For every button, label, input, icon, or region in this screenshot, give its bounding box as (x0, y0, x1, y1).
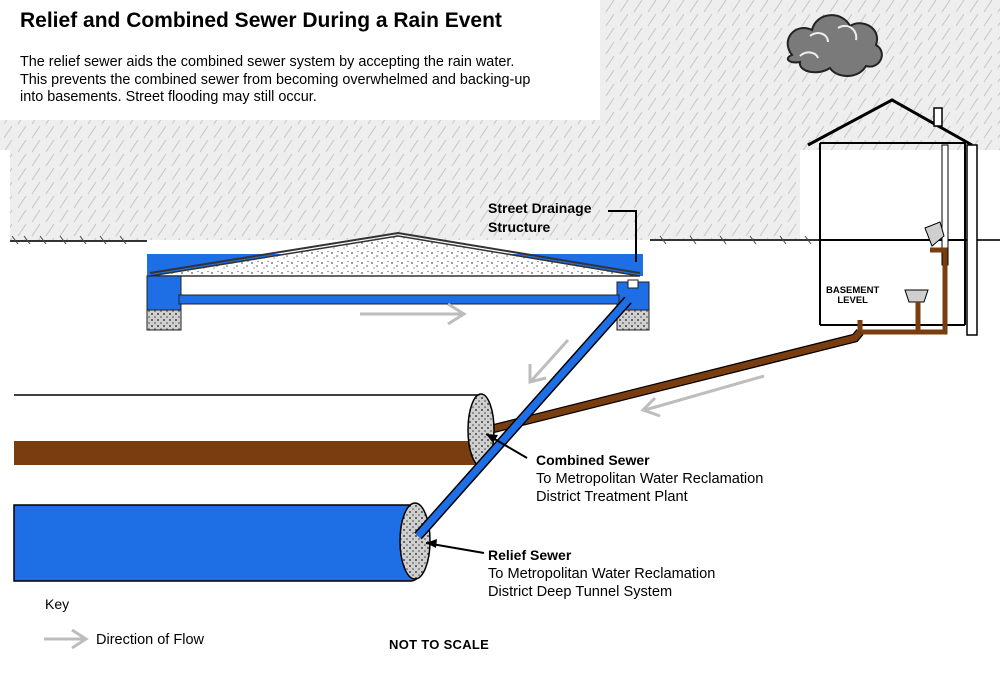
ground-line (10, 235, 1000, 245)
intro-line-3: into basements. Street flooding may stil… (20, 89, 317, 105)
key-title: Key (45, 596, 70, 612)
flow-arrows (44, 302, 765, 650)
flow-arrow-street (360, 302, 467, 326)
street-drainage-label: Street Drainage Structure (488, 199, 591, 237)
basement-label-line-1: BASEMENT (826, 285, 880, 296)
combined-sewer-desc-2: District Treatment Plant (536, 489, 688, 505)
intro-text: The relief sewer aids the combined sewer… (20, 54, 600, 107)
relief-sewer-title: Relief Sewer (488, 547, 572, 563)
relief-sewer-desc-1: To Metropolitan Water Reclamation (488, 565, 716, 582)
combined-sewer-title: Combined Sewer (536, 452, 650, 468)
cloud-icon (786, 14, 883, 77)
rain-area (0, 0, 1000, 240)
flow-arrow-connector (528, 338, 570, 384)
page-title: Relief and Combined Sewer During a Rain … (20, 9, 502, 32)
basement-level-label: BASEMENT LEVEL (826, 286, 879, 306)
street-drainage-label-line-2: Structure (488, 219, 551, 235)
combined-sewer-label: Combined Sewer To Metropolitan Water Rec… (536, 451, 763, 507)
street-cross-section (146, 231, 650, 331)
relief-sewer-label: Relief Sewer To Metropolitan Water Recla… (488, 546, 715, 602)
combined-sewer-desc-1: To Metropolitan Water Reclamation (536, 470, 764, 487)
relief-sewer-desc-2: District Deep Tunnel System (488, 584, 673, 600)
street-drainage-leader (608, 210, 637, 262)
street-drainage-label-line-1: Street Drainage (488, 200, 592, 216)
house (807, 98, 978, 336)
combined-sewer-pipe (14, 393, 495, 467)
intro-line-2: This prevents the combined sewer from be… (20, 71, 531, 88)
not-to-scale-note: NOT TO SCALE (389, 637, 490, 652)
intro-line-1: The relief sewer aids the combined sewer… (20, 54, 515, 70)
flow-arrow-lateral (640, 374, 765, 418)
basement-label-line-2: LEVEL (837, 295, 868, 306)
relief-sewer-pipe (13, 502, 431, 582)
key-direction-of-flow: Direction of Flow (96, 632, 204, 648)
key-arrow-icon (44, 628, 89, 650)
